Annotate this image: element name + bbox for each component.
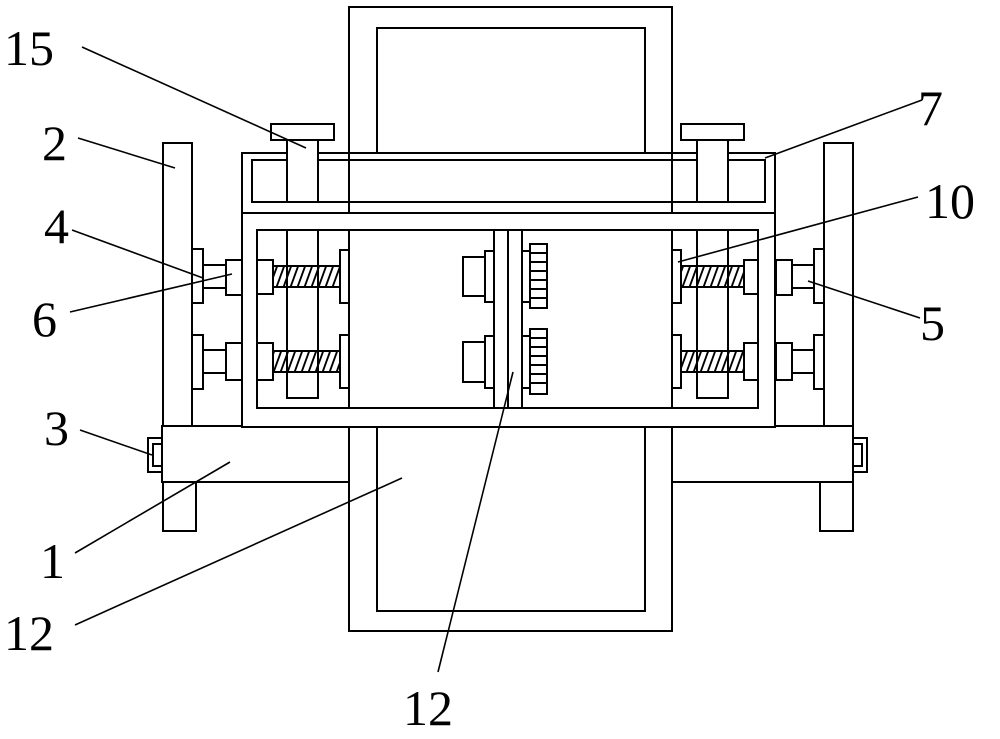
label-4: 4 bbox=[44, 198, 69, 254]
right-outer-clamps bbox=[775, 248, 825, 390]
label-15: 15 bbox=[4, 20, 54, 76]
label-2: 2 bbox=[42, 115, 67, 171]
label-1: 1 bbox=[40, 533, 65, 589]
base-bars bbox=[147, 425, 868, 483]
left-outer-clamps bbox=[191, 248, 243, 390]
label-12-left: 12 bbox=[4, 605, 54, 661]
label-12-center: 12 bbox=[403, 680, 453, 736]
label-6: 6 bbox=[32, 291, 57, 347]
left-springs bbox=[256, 249, 350, 389]
center-plate bbox=[462, 229, 548, 409]
label-3: 3 bbox=[44, 400, 69, 456]
right-springs bbox=[671, 249, 759, 389]
leader-lines bbox=[69, 46, 923, 673]
label-10: 10 bbox=[925, 173, 975, 229]
label-7: 7 bbox=[918, 80, 943, 136]
label-5: 5 bbox=[920, 295, 945, 351]
